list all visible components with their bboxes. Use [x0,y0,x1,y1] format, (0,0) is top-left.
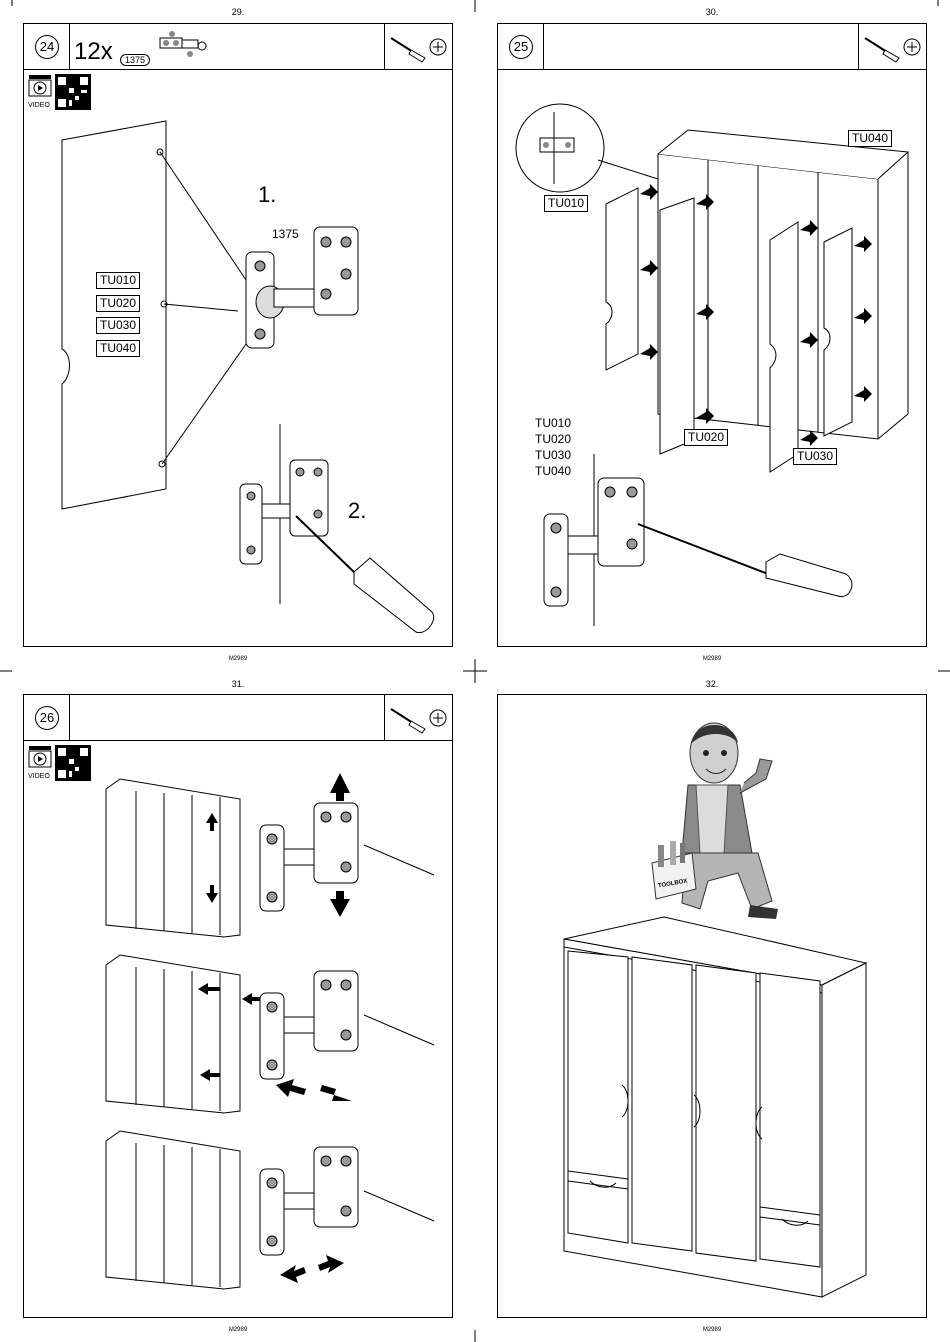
page-footer: M2989 [208,1327,268,1333]
door-adjustment-drawing [24,745,454,1315]
step-header: 26 [24,695,452,741]
step-number: 25 [509,35,533,59]
quantity: 12x [74,38,113,66]
part-label: TU010 [544,195,588,212]
wardrobe-drawing [106,955,262,1113]
finished-wardrobe-drawing [498,895,928,1315]
hinge-icon [152,28,212,64]
door-panel-drawing [24,84,454,644]
page-number: 29. [208,7,268,17]
part-label: TU030 [793,448,837,465]
hinge-part-label: TU030 [535,448,571,463]
phillips-screw-icon [903,38,921,56]
hinge-drawing [260,1147,434,1283]
phillips-screw-icon [429,38,447,56]
screwdriver-icon [389,703,429,733]
page-frame-32: TOOLBOX [497,694,927,1318]
page-frame-31: 26 VIDEO [23,694,453,1318]
callout-1: 1. [258,182,276,208]
page-frame-29: 24 12x 1375 VIDEO [23,23,453,647]
part-label: TU020 [684,429,728,446]
hinge-drawing [260,773,434,917]
page-number: 30. [682,7,742,17]
hinge-part-label: TU020 [535,432,571,447]
phillips-screw-icon [429,709,447,727]
wardrobe-drawing [106,1131,240,1289]
page-number: 31. [208,679,268,689]
wardrobe-drawing [106,779,240,937]
step-number: 26 [35,706,59,730]
part-label: TU010 [96,272,140,289]
hinge-part-label: TU040 [535,464,571,479]
hinge-part-label: TU010 [535,416,571,431]
page-footer: M2989 [682,1327,742,1333]
part-label: TU040 [96,340,140,357]
callout-2: 2. [348,498,366,524]
step-number: 24 [35,35,59,59]
page-footer: M2989 [208,656,268,662]
hinge-drawing [240,460,328,564]
craftsman-figure [648,713,788,923]
part-code-badge: 1375 [120,54,150,66]
callout-1-part: 1375 [272,227,299,241]
wardrobe-assembly-drawing [498,74,928,644]
page-number: 32. [682,679,742,689]
screwdriver-icon [863,32,903,62]
page-frame-30: 25 [497,23,927,647]
hinge-drawing [246,227,358,348]
part-label: TU020 [96,295,140,312]
step-header: 24 12x 1375 [24,24,452,70]
part-label: TU040 [848,130,892,147]
hinge-drawing [260,971,434,1101]
step-header: 25 [498,24,926,70]
part-label: TU030 [96,317,140,334]
screwdriver-icon [389,32,429,62]
page-footer: M2989 [682,656,742,662]
